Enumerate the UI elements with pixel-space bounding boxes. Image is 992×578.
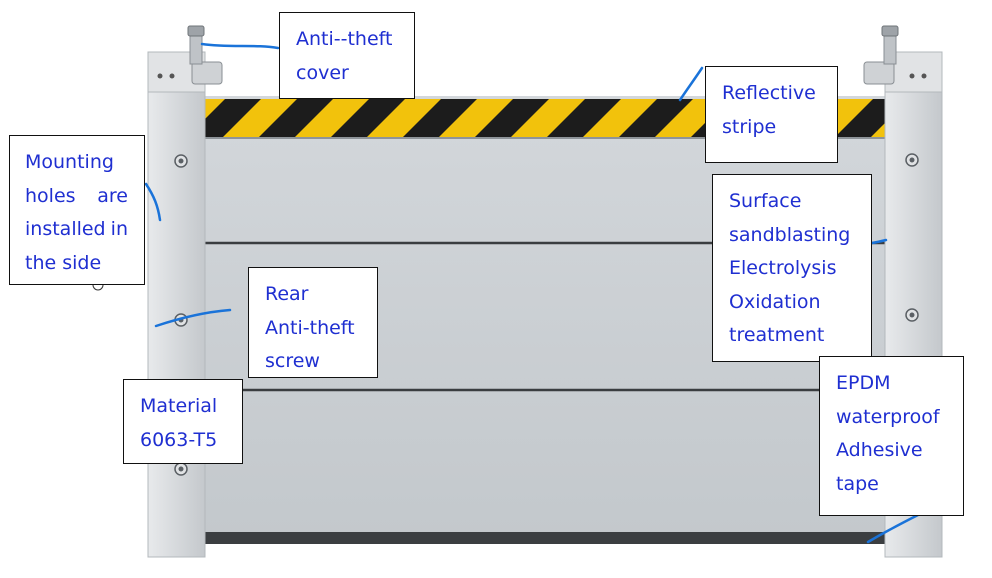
- side-screw: [905, 308, 919, 322]
- side-screw: [174, 154, 188, 168]
- callout-text: Adhesive: [836, 439, 923, 461]
- leader-anti-theft-cover: [200, 42, 280, 50]
- leader-mounting-holes: [144, 182, 162, 222]
- callout-text: Mounting: [25, 151, 114, 173]
- callout-epdm-tape: EPDM waterproof Adhesive tape: [819, 356, 964, 516]
- callout-text-row: holes are: [25, 180, 128, 214]
- side-screw: [905, 153, 919, 167]
- callout-text: Material: [140, 395, 218, 417]
- callout-text: 6063-T5: [140, 428, 218, 451]
- callout-rear-screw: Rear Anti-theft screw: [248, 267, 378, 378]
- epdm-seal-strip: [205, 532, 885, 544]
- leader-epdm-tape: [866, 512, 922, 544]
- anti-theft-cover-left: [187, 25, 223, 85]
- callout-text: EPDM: [836, 372, 891, 394]
- callout-text: Oxidation: [729, 290, 821, 313]
- callout-anti-theft-cover: Anti--theft cover: [279, 12, 415, 99]
- leader-reflective-stripe: [678, 66, 704, 102]
- callout-material: Material 6063-T5: [123, 379, 243, 464]
- callout-text: the side: [25, 251, 102, 274]
- anti-theft-cover-right: [863, 25, 899, 85]
- callout-text: tape: [836, 472, 879, 495]
- callout-text: Rear: [265, 283, 309, 305]
- callout-text: Reflective: [722, 82, 816, 104]
- callout-text: Anti-theft: [265, 316, 355, 339]
- callout-text-row: installed in: [25, 213, 128, 247]
- callout-text: sandblasting: [729, 223, 851, 246]
- callout-mounting-holes: Mounting holes are installed in the side: [9, 135, 145, 285]
- callout-text: treatment: [729, 324, 825, 346]
- callout-word: installed: [25, 218, 106, 240]
- leader-rear-screw: [154, 308, 232, 328]
- callout-text: cover: [296, 61, 349, 84]
- callout-reflective-stripe: Reflective stripe: [705, 66, 838, 163]
- callout-word: holes: [25, 184, 76, 207]
- callout-text: stripe: [722, 115, 777, 138]
- callout-text: Electrolysis: [729, 257, 837, 279]
- callout-word: are: [97, 184, 128, 207]
- leader-surface-treatment: [870, 238, 888, 245]
- side-screw: [174, 462, 188, 476]
- callout-text: screw: [265, 350, 320, 372]
- left-post: [147, 51, 206, 558]
- callout-text: waterproof: [836, 405, 940, 428]
- callout-surface-treatment: Surface sandblasting Electrolysis Oxidat…: [712, 174, 872, 362]
- callout-word: in: [110, 218, 128, 240]
- callout-text: Surface: [729, 190, 802, 212]
- callout-text: Anti--theft: [296, 28, 393, 50]
